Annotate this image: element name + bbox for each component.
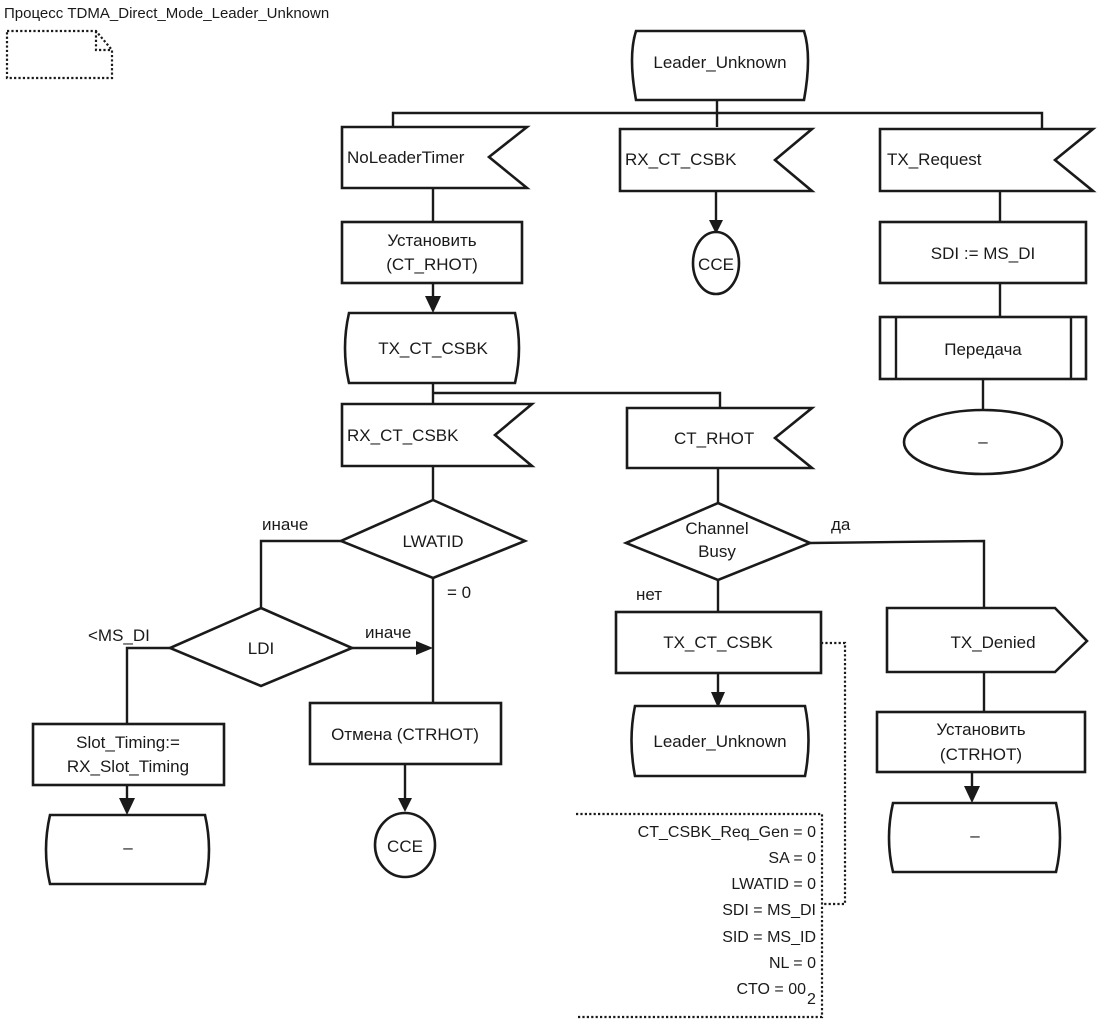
- state-dash-right[interactable]: –: [887, 801, 1062, 874]
- branch-connector-mid: [431, 383, 722, 408]
- decision-label: LWATID: [402, 532, 463, 551]
- arrow-icon: [416, 641, 433, 655]
- task-label-line2: RX_Slot_Timing: [67, 757, 189, 776]
- branch-label-busy-yes: да: [831, 515, 851, 534]
- state-label: –: [123, 838, 133, 857]
- comment-link: [821, 641, 847, 906]
- annotation-line: LWATID = 0: [731, 876, 816, 893]
- connector-cce-top[interactable]: CCE: [691, 230, 741, 296]
- input-label: NoLeaderTimer: [347, 148, 465, 167]
- comment-bracket: [576, 812, 824, 1019]
- decision-label: LDI: [248, 639, 274, 658]
- state-label: Leader_Unknown: [653, 53, 786, 72]
- decision-lwatid[interactable]: LWATID: [337, 498, 529, 580]
- state-leader-unknown-start[interactable]: Leader_Unknown: [630, 29, 810, 102]
- input-ct-rhot[interactable]: CT_RHOT: [625, 406, 816, 470]
- arrow-icon: [119, 798, 135, 815]
- connector-cce-bottom[interactable]: CCE: [373, 811, 437, 879]
- task-set-ct-rhot[interactable]: Установить (CT_RHOT): [340, 220, 524, 285]
- output-tx-denied[interactable]: TX_Denied: [885, 606, 1089, 674]
- annotation-line-cto: CTO = 00: [736, 981, 806, 998]
- annotation-line: NL = 0: [769, 955, 816, 972]
- task-set-ctrhot[interactable]: Установить (CTRHOT): [875, 710, 1087, 774]
- arrow-icon: [425, 296, 441, 313]
- state-label: –: [970, 826, 980, 845]
- decision-label-line2: Busy: [698, 542, 736, 561]
- process-title: Процесс TDMA_Direct_Mode_Leader_Unknown: [4, 5, 329, 22]
- connector-label: CCE: [698, 255, 734, 274]
- arrow-icon: [711, 692, 725, 708]
- state-label: TX_CT_CSBK: [378, 339, 488, 358]
- input-no-leader-timer[interactable]: NoLeaderTimer: [340, 125, 531, 190]
- branch-connector-top: [391, 100, 1044, 129]
- output-tx-ct-csbk[interactable]: TX_CT_CSBK: [614, 610, 823, 675]
- task-slot-timing[interactable]: Slot_Timing:= RX_Slot_Timing: [31, 722, 226, 787]
- annotation-line: SID = MS_ID: [722, 929, 816, 946]
- input-rx-ct-csbk-mid[interactable]: RX_CT_CSBK: [340, 402, 536, 468]
- input-label: RX_CT_CSBK: [347, 426, 459, 445]
- branch-label-busy-no: нет: [636, 585, 662, 604]
- state-tx-ct-csbk[interactable]: TX_CT_CSBK: [343, 311, 521, 385]
- annotation-line: CT_CSBK_Req_Gen = 0: [638, 824, 816, 841]
- output-label: TX_CT_CSBK: [663, 633, 773, 652]
- annotation-line: SDI = MS_DI: [722, 902, 816, 919]
- task-label: SDI := MS_DI: [931, 244, 1035, 263]
- arrow-icon: [398, 798, 412, 812]
- flow-line-ldi-less: [125, 646, 170, 724]
- arrow-icon: [709, 220, 723, 234]
- page-reference-fold: [94, 31, 112, 52]
- stop-label: –: [978, 432, 988, 451]
- task-label-line2: (CT_RHOT): [386, 255, 478, 274]
- decision-channel-busy[interactable]: Channel Busy: [622, 501, 814, 582]
- procedure-label: Передача: [944, 340, 1022, 359]
- state-dash-left[interactable]: –: [44, 813, 211, 886]
- page-reference-icon: [5, 29, 114, 80]
- output-label: TX_Denied: [950, 633, 1035, 652]
- connector-label: CCE: [387, 837, 423, 856]
- task-label-line2: (CTRHOT): [940, 745, 1022, 764]
- input-label: CT_RHOT: [674, 429, 754, 448]
- procedure-call-transmit[interactable]: Передача: [878, 315, 1088, 381]
- annotation-line: SA = 0: [768, 850, 816, 867]
- task-label-line1: Установить: [936, 720, 1025, 739]
- task-label: Отмена (CTRHOT): [331, 725, 479, 744]
- input-label: RX_CT_CSBK: [625, 150, 737, 169]
- state-leader-unknown-return[interactable]: Leader_Unknown: [630, 704, 810, 778]
- task-sdi-assign[interactable]: SDI := MS_DI: [878, 220, 1088, 285]
- state-label: Leader_Unknown: [653, 732, 786, 751]
- branch-label-lwatid-zero: = 0: [447, 583, 471, 602]
- branch-label-lwatid-else: иначе: [262, 515, 308, 534]
- task-label-line1: Slot_Timing:=: [76, 733, 180, 752]
- stop-terminator[interactable]: –: [902, 408, 1064, 476]
- branch-label-ldi-else: иначе: [365, 623, 411, 642]
- flow-line-busy-yes: [809, 539, 986, 608]
- annotation-subscript: 2: [807, 991, 816, 1008]
- input-label: TX_Request: [887, 150, 982, 169]
- decision-ldi[interactable]: LDI: [166, 606, 356, 688]
- decision-label-line1: Channel: [685, 519, 748, 538]
- input-rx-ct-csbk-top[interactable]: RX_CT_CSBK: [618, 127, 816, 193]
- arrow-icon: [964, 786, 980, 803]
- flow-line-lwatid-else: [259, 539, 341, 608]
- task-label-line1: Установить: [387, 231, 476, 250]
- comment-annotation: CT_CSBK_Req_Gen = 0 SA = 0 LWATID = 0 SD…: [576, 812, 824, 1019]
- branch-label-ldi-less: <MS_DI: [88, 626, 150, 645]
- task-cancel-ctrhot[interactable]: Отмена (CTRHOT): [308, 701, 503, 766]
- input-tx-request[interactable]: TX_Request: [878, 127, 1097, 193]
